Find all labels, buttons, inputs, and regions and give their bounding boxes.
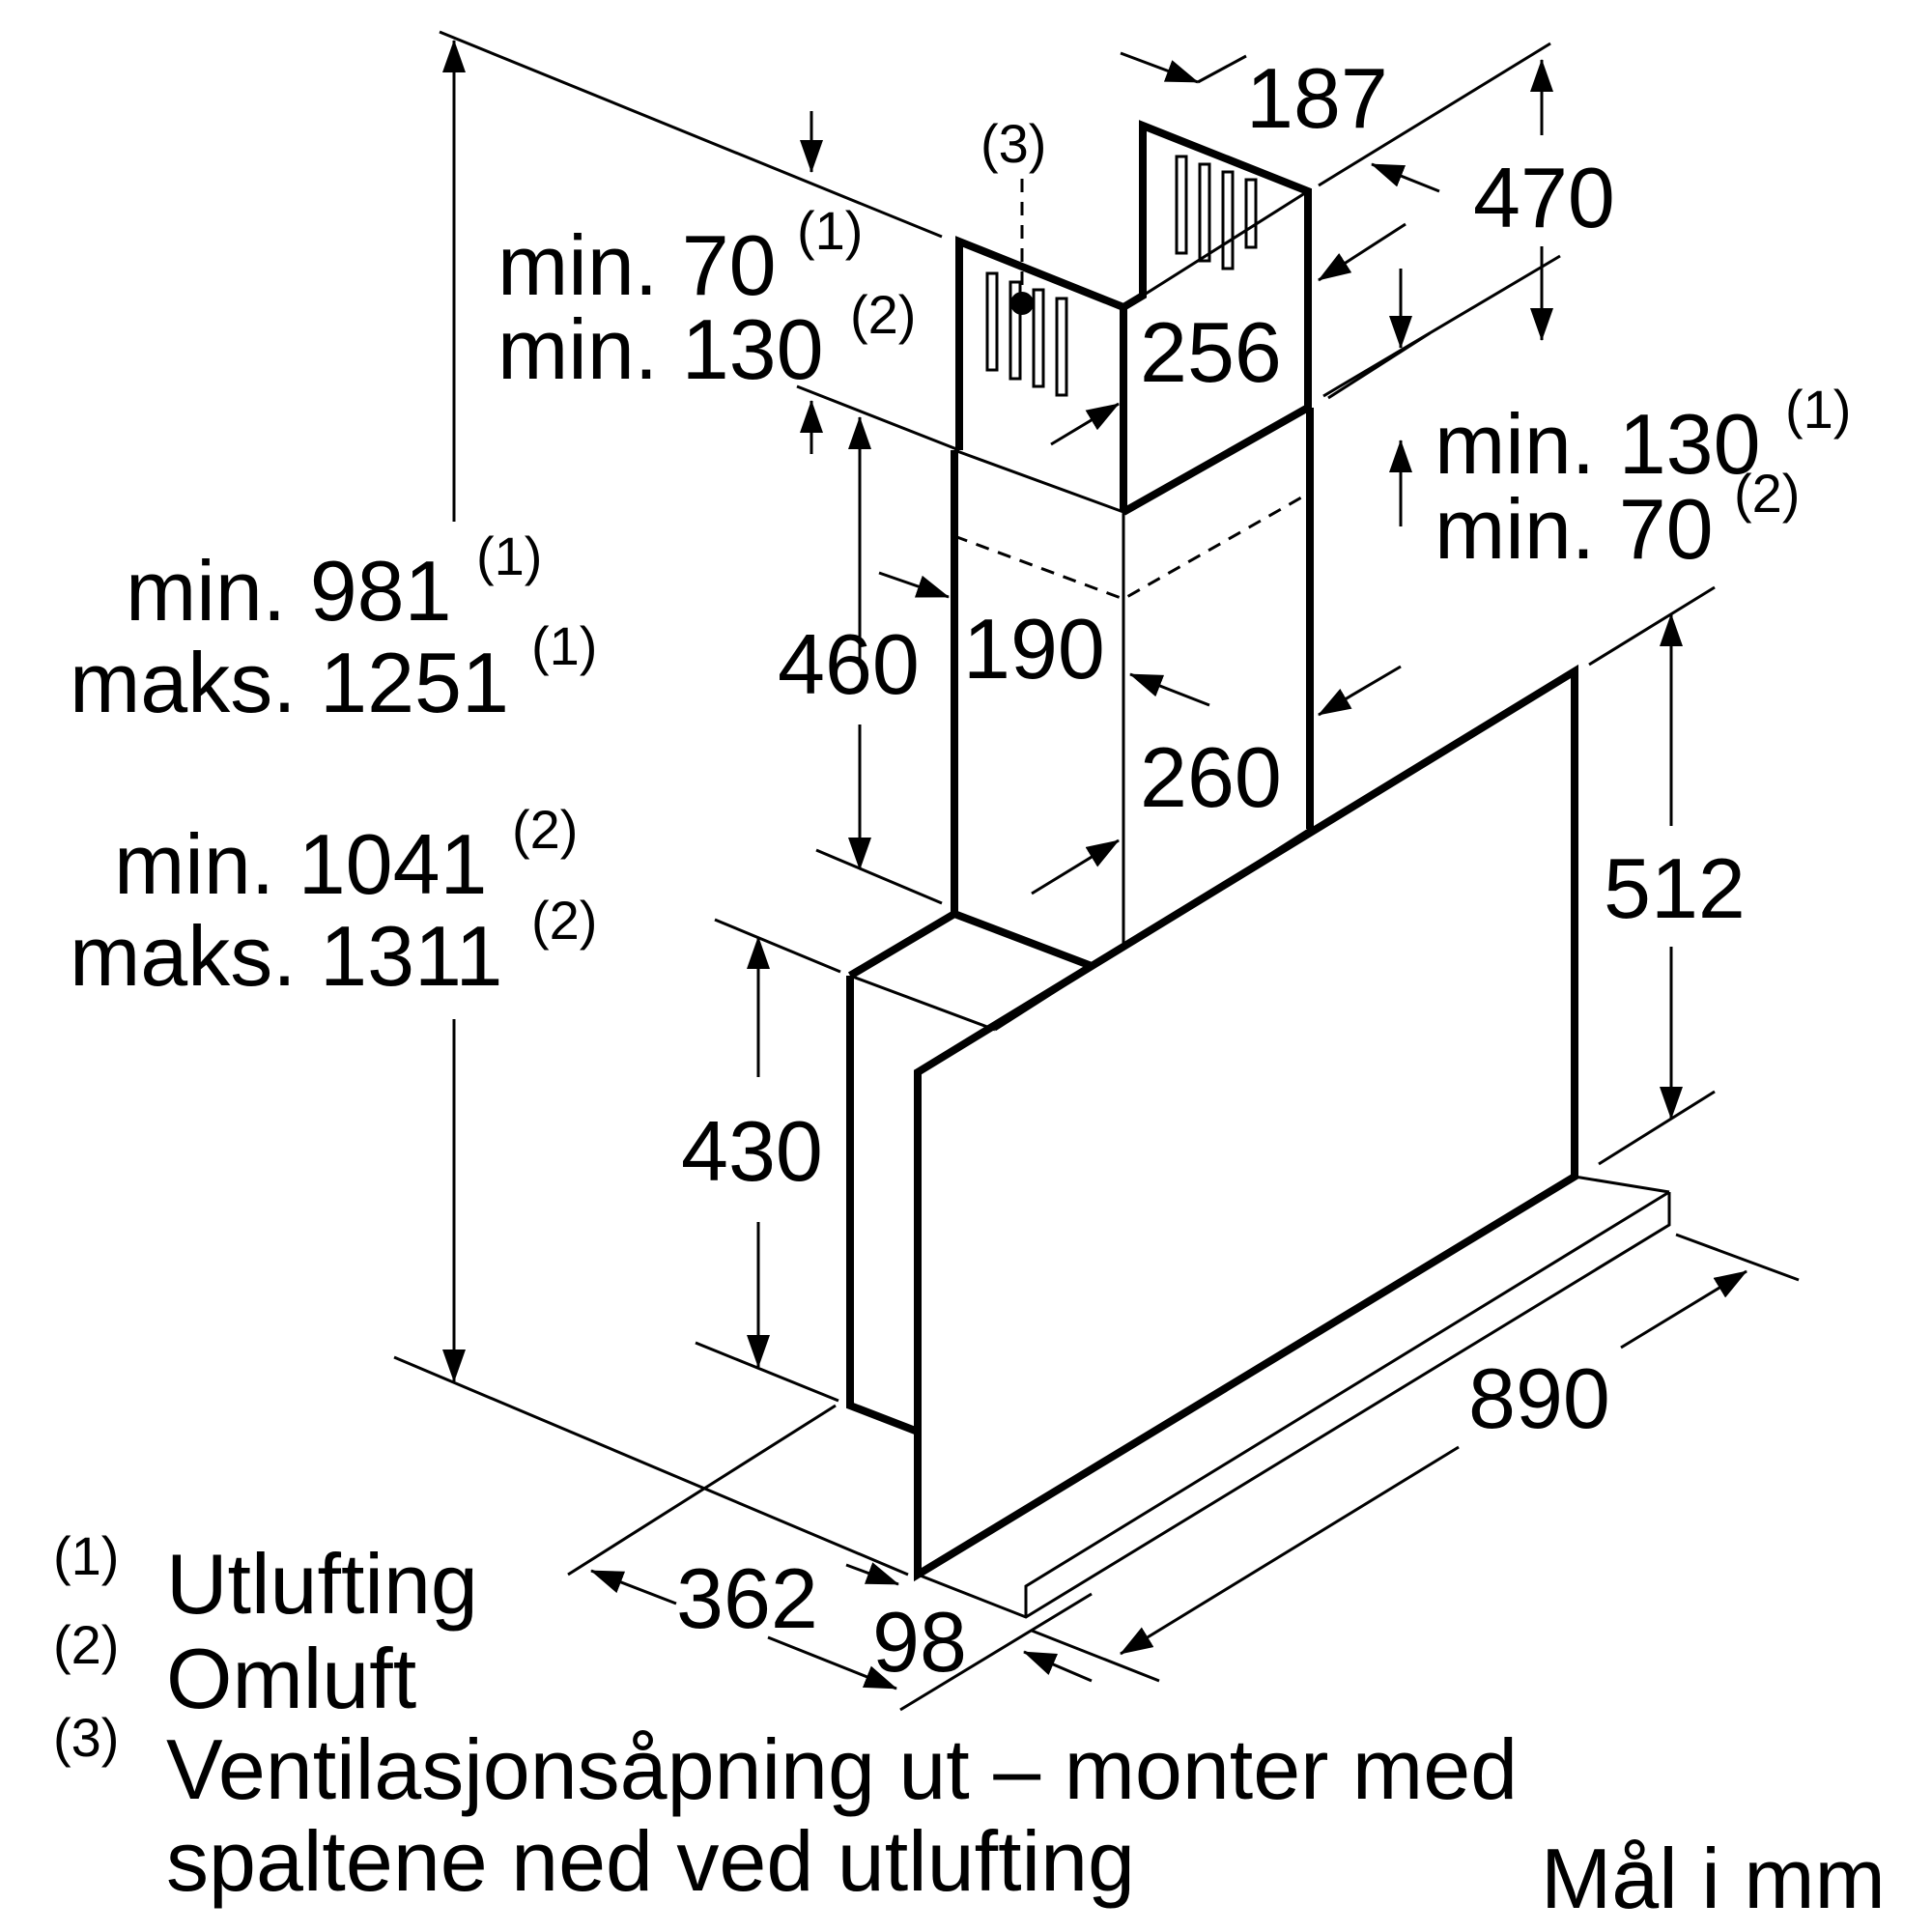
dim-460-extension [815,848,943,905]
dim-190-arrow [878,571,950,599]
dim-430-top-extension [714,918,841,974]
note-right-line2: min. 70 [1435,481,1714,577]
dim-260-arrow-left [1129,672,1210,707]
clearance-top-left-extension [796,384,960,452]
dim-430-label: 430 [681,1103,823,1199]
dimension-lines [393,30,1800,1712]
dim-890-label: 890 [1468,1350,1610,1446]
dim-890-arrow-right [1620,1269,1747,1350]
legend: (1) Utlufting (2) Omluft (3) Ventilasjon… [53,1525,1886,1926]
lower-chimney-top-edge [1122,406,1311,514]
note-height1-line2-sup: (1) [531,615,597,676]
dim-890-right-extension [1675,1233,1800,1282]
dim-98-arrow-left [1023,1650,1093,1683]
dim-460-label: 460 [778,616,920,712]
legend-item1-mark: (1) [53,1525,119,1586]
note-right-line1-sup: (1) [1785,379,1851,440]
overall-height-top-extension [439,30,943,239]
bottom-trim-front [1024,1190,1670,1617]
note-height1-line2: maks. 1251 [70,635,509,730]
vent-callout-label: (3) [980,113,1046,174]
hood-top-back [994,827,1311,1032]
note-top-left-line2-sup: (2) [850,284,916,345]
dim-430-bottom-extension [695,1341,839,1403]
dim-260-label: 260 [1140,729,1282,825]
hood-top-left [847,909,1094,980]
note-height2-line2: maks. 1311 [70,908,502,1004]
clearance-notes: min. 70 (1) min. 130 (2) min. 130 (1) mi… [70,200,1851,1004]
note-top-left-line1-sup: (1) [797,200,863,261]
dim-362-extension-right [899,1592,1093,1712]
legend-item3-text-line2: spaltene ned ved utlufting [166,1813,1135,1909]
units-label: Mål i mm [1541,1831,1886,1926]
note-height1-line1-sup: (1) [476,526,542,586]
vent-slots-left [985,271,1068,397]
dimension-labels: 187 470 256 460 190 260 512 430 890 362 … [676,50,1746,1690]
legend-item3-mark: (3) [53,1707,119,1768]
legend-item2-text: Omluft [166,1631,416,1726]
bottom-trim [917,1192,1671,1619]
dim-190-label: 190 [963,601,1105,696]
dim-362-arrow-right [767,1635,897,1690]
note-top-left-line1: min. 70 [497,217,777,313]
note-height1-line1: min. 981 [126,543,452,639]
legend-item3-text-line1: Ventilasjonsåpning ut – monter med [166,1721,1518,1817]
dim-256-arrow-right [1318,222,1406,282]
dim-362-label: 362 [676,1550,818,1646]
dim-98-label: 98 [872,1594,967,1690]
dim-98-arrow-right [845,1562,899,1586]
dim-512-bottom-extension [1598,1090,1716,1166]
note-height2-line1: min. 1041 [114,816,487,912]
dim-187-arrow [1120,51,1199,84]
note-right-line1: min. 130 [1435,396,1761,492]
dim-470-label: 470 [1473,150,1615,245]
dim-187-leader [1197,54,1247,84]
dim-260-arrow-lower [1031,838,1120,895]
note-top-left-line2: min. 130 [497,301,824,397]
dim-512-label: 512 [1604,840,1746,936]
clearance-right-extension [1327,331,1431,400]
dim-260-arrow-right [1318,665,1402,717]
dim-256-arrow-left [1050,402,1120,446]
bottom-trim-right [1574,1175,1670,1194]
dim-512-top-extension [1588,585,1716,667]
dim-470-depth-arrow [1371,162,1440,193]
dim-890-left-extension [1031,1629,1160,1683]
hood-outline [846,120,1671,1619]
dim-362-arrow-left [590,1569,677,1605]
legend-item2-mark: (2) [53,1614,119,1675]
note-height2-line2-sup: (2) [531,890,597,951]
dim-362-extension-left [567,1404,837,1577]
note-height2-line1-sup: (2) [512,799,578,860]
note-right-line2-sup: (2) [1734,463,1800,524]
upper-chimney-left-panel [955,236,1127,512]
dim-890-arrow-left [1120,1445,1460,1656]
dim-470-bottom-extension [1322,254,1561,398]
dim-470-top-extension [1318,42,1551,187]
lower-chimney-edge [953,448,1125,947]
legend-item1-text: Utlufting [166,1536,478,1632]
hood-back-box-left [846,976,920,1435]
overall-height-bottom-extension [393,1355,909,1577]
vent-slots-right [1175,155,1258,270]
hood-top-inner [849,974,996,1032]
dim-187-label: 187 [1246,50,1388,146]
upper-chimney-top-edge [1142,189,1309,298]
dim-256-label: 256 [1140,304,1282,400]
